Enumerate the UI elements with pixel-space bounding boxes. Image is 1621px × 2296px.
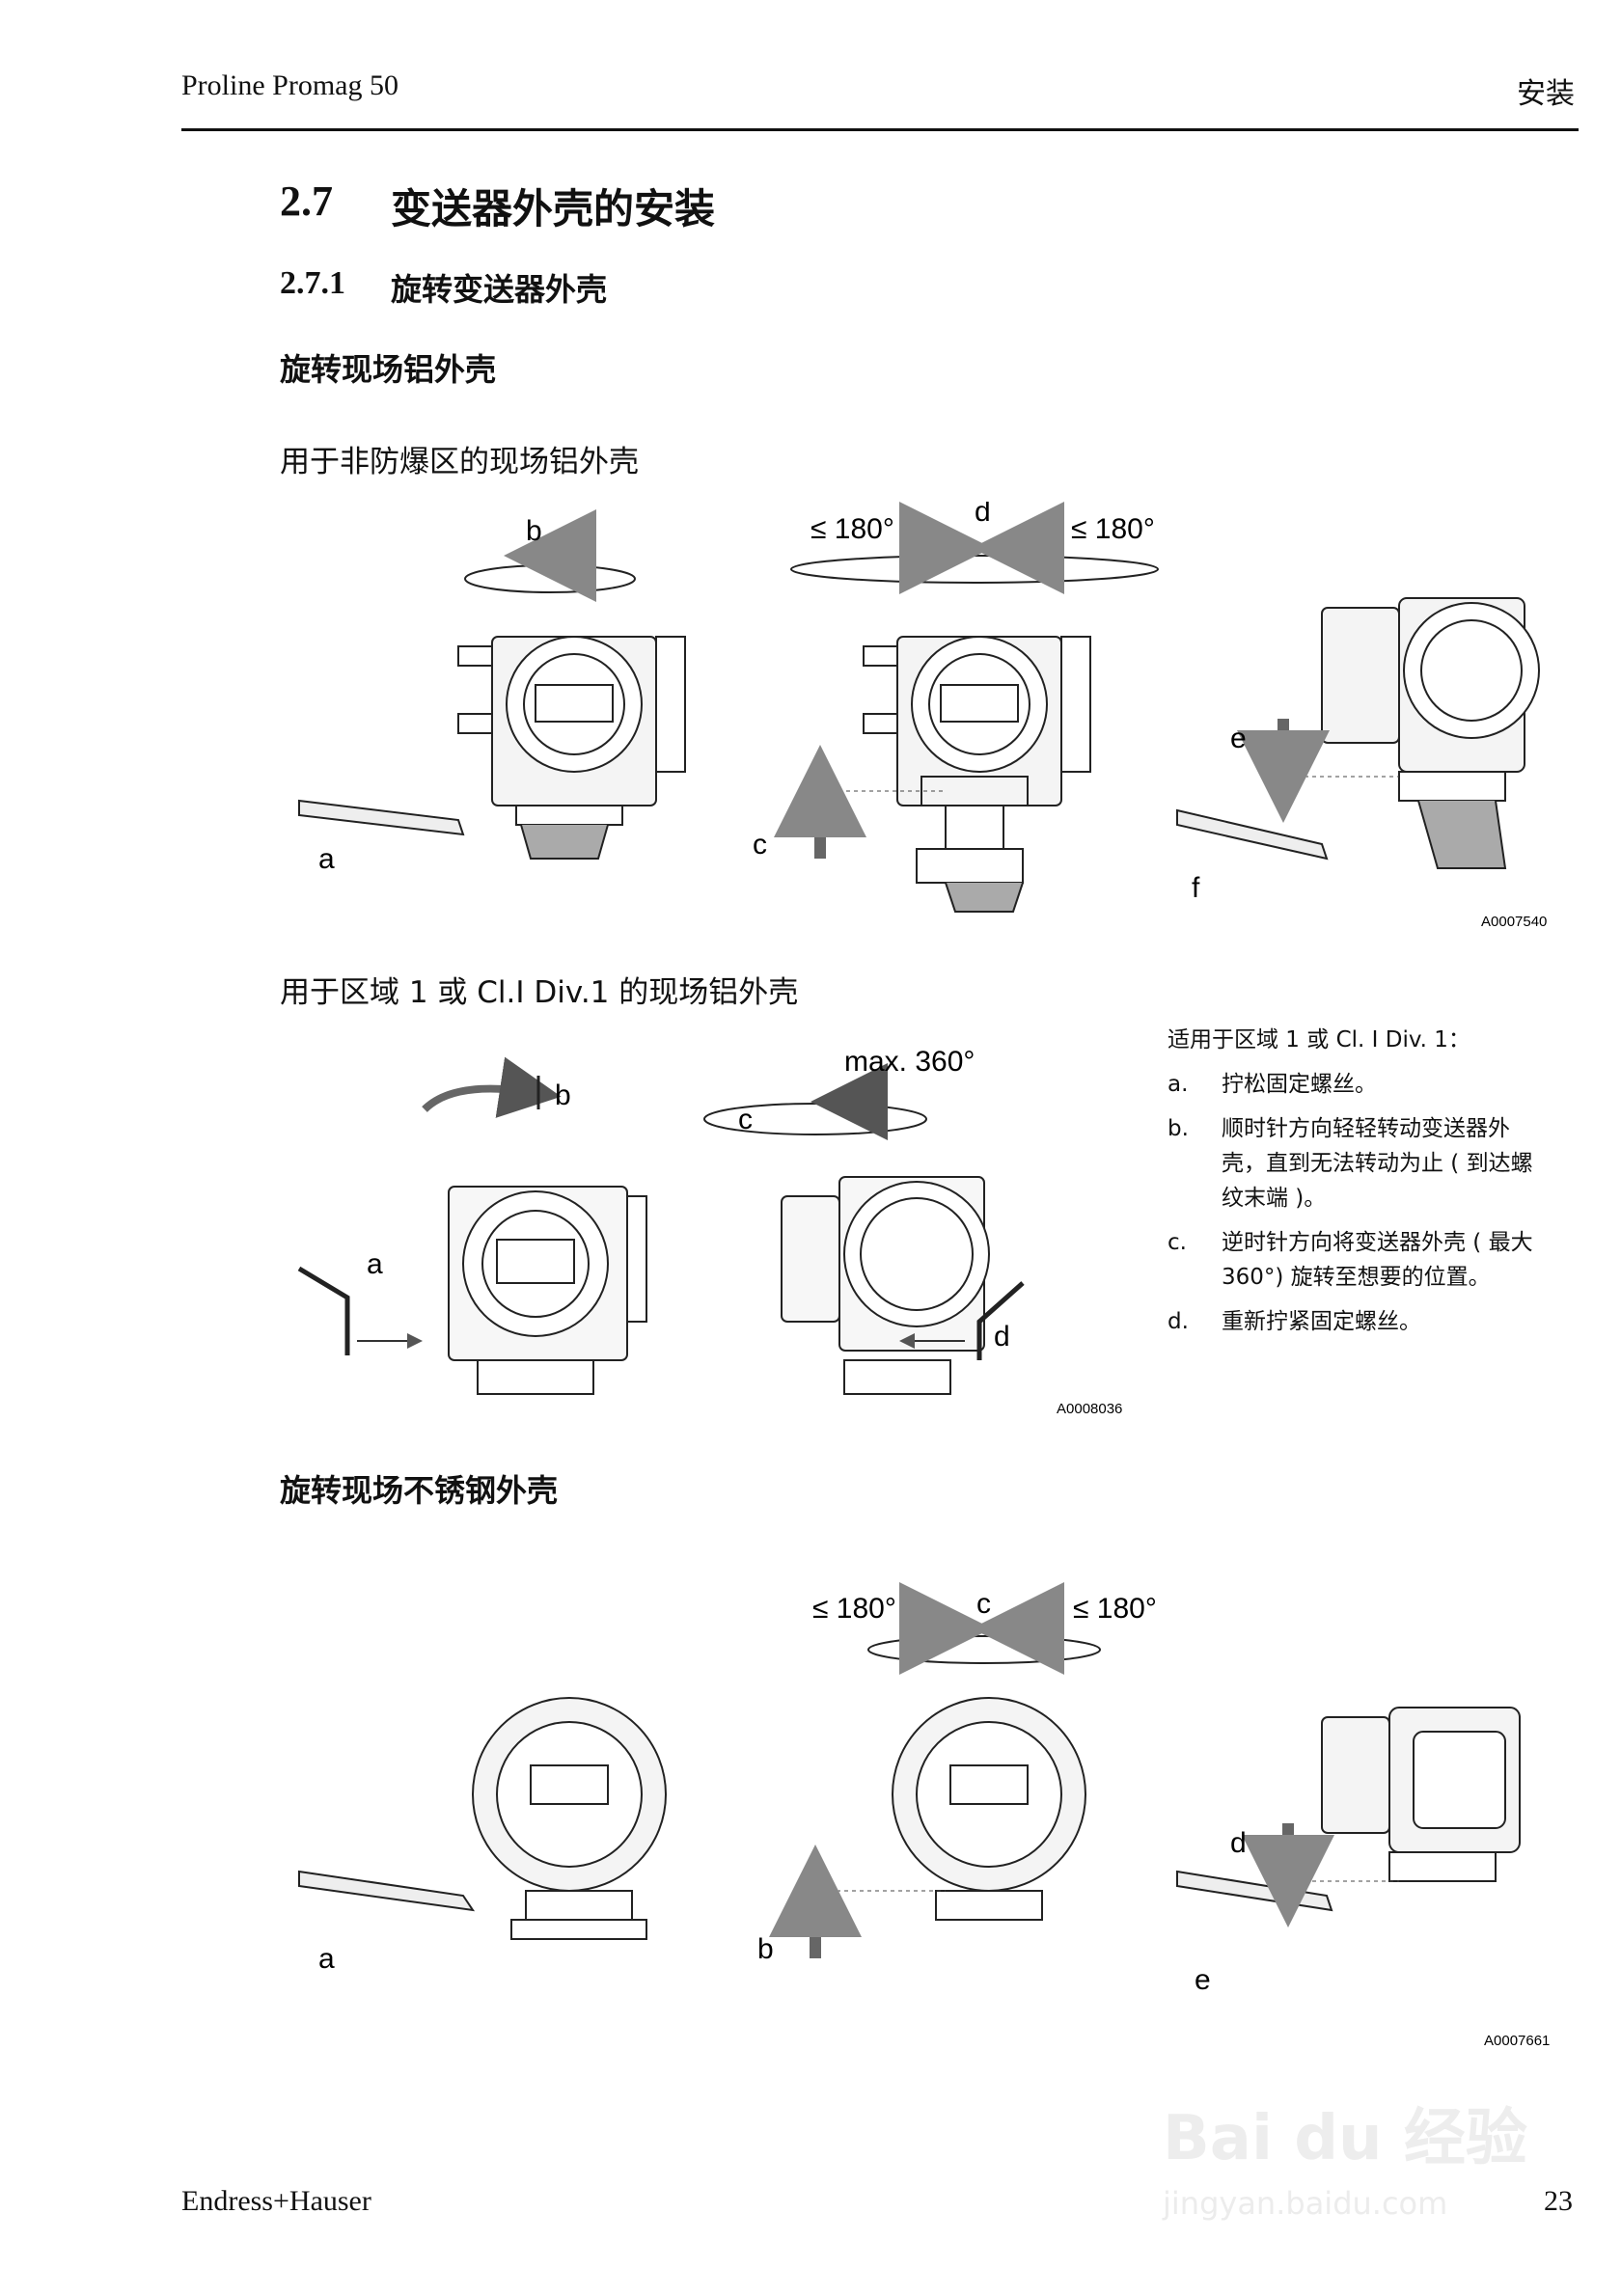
label-d: d [975,502,991,528]
label-a: a [318,1943,335,1975]
label-e: e [1195,1964,1211,1996]
figure-stainless: a ≤ 180° c ≤ 180° b d e A0007661 [298,1582,1550,2049]
label-a: a [318,843,335,875]
figure-code-1: A0007540 [1481,914,1547,930]
stainless-heading: 旋转现场不锈钢外壳 [280,1472,559,1509]
note-item: a. 拧松固定螺丝。 [1168,1072,1377,1097]
label-c: c [738,1104,753,1135]
label-f: f [1192,872,1200,904]
watermark-url: jingyan.baidu.com [1163,2185,1448,2222]
section-number: 2.7 [280,178,333,225]
stainless-transmitter-1 [298,1697,667,1940]
angle-left: ≤ 180° [812,1593,896,1625]
figure-aluminium-zone1: b a max. 360° c d A0008036 [297,1046,1122,1417]
section-title: 变送器外壳的安装 [391,185,716,232]
transmitter-2 [790,555,1159,913]
subsection-number: 2.7.1 [280,265,345,301]
label-b: b [555,1080,571,1111]
watermark-logo: Bai du 经验 [1163,2103,1527,2174]
aluminium-heading: 旋转现场铝外壳 [280,351,497,388]
label-a: a [367,1248,383,1280]
angle-left: ≤ 180° [810,513,894,545]
max-angle: max. 360° [844,1046,975,1078]
label-c: c [976,1588,991,1620]
figure-code-3: A0007661 [1484,2033,1550,2049]
label-e: e [1230,723,1247,754]
angle-right: ≤ 180° [1071,513,1155,545]
subsection-title: 旋转变送器外壳 [391,271,608,308]
transmitter-3 [1176,597,1540,869]
header-section: 安装 [1517,77,1575,111]
transmitter-1 [298,564,686,860]
figure-aluminium-nonex: b a ≤ 180° d ≤ 180° c e f A0007540 [298,502,1547,930]
transmitter-zone1-side [781,1176,990,1395]
footer-brand: Endress+Hauser [181,2185,371,2217]
transmitter-zone1-front [448,1186,647,1395]
note-item: b. 顺时针方向轻轻转动变送器外壳，直到无法转动为止 ( 到达螺纹末端 )。 [1168,1116,1533,1211]
note-title: 适用于区域 1 或 Cl. I Div. 1： [1168,1027,1470,1052]
page-number: 23 [1544,2185,1573,2217]
stainless-transmitter-2 [867,1635,1101,1921]
label-b: b [526,515,542,547]
zone1-caption: 用于区域 1 或 Cl.I Div.1 的现场铝外壳 [280,975,799,1010]
label-d: d [1230,1827,1247,1859]
note-item: d. 重新拧紧固定螺丝。 [1168,1309,1421,1334]
nonex-caption: 用于非防爆区的现场铝外壳 [280,445,639,479]
label-c: c [753,829,767,861]
label-b: b [757,1933,774,1965]
label-d: d [994,1321,1010,1353]
header-rule [181,128,1579,131]
figure-code-2: A0008036 [1057,1401,1122,1417]
stainless-transmitter-3 [1176,1707,1521,1912]
angle-right: ≤ 180° [1073,1593,1157,1625]
note-item: c. 逆时针方向将变送器外壳 ( 最大 360°) 旋转至想要的位置。 [1168,1230,1533,1290]
zone1-note: 适用于区域 1 或 Cl. I Div. 1： a. 拧松固定螺丝。 b. 顺时… [1168,1023,1573,1339]
header-title: Proline Promag 50 [181,69,398,101]
